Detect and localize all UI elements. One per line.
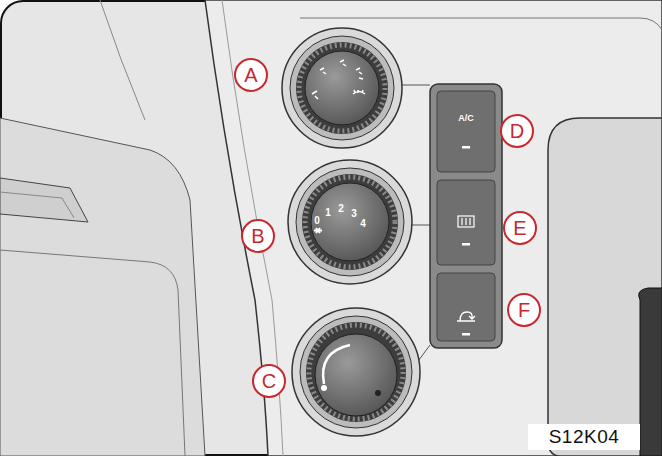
button: [437, 273, 495, 341]
indicator: [462, 146, 470, 149]
dash-line: [100, 0, 145, 120]
dial-number: 0: [314, 216, 320, 226]
callout-letter: C: [252, 364, 286, 398]
callout-letter: E: [503, 211, 537, 245]
dial-number: 1: [325, 208, 331, 218]
dash-line: [0, 250, 185, 456]
dial-number: 2: [338, 204, 344, 214]
indicator: [462, 333, 470, 336]
vent-line: [0, 192, 74, 218]
fan-dial: 01234: [290, 185, 410, 265]
node-text: E: [513, 218, 526, 238]
button: [437, 91, 495, 172]
dash-left: [0, 118, 205, 456]
node-text: B: [251, 226, 264, 246]
callout-letter: F: [507, 293, 541, 327]
temp-knob: [292, 308, 420, 436]
node-text: C: [262, 371, 276, 391]
mode-knob: [282, 28, 402, 148]
node-text: A: [244, 65, 257, 85]
panel-line: [300, 18, 662, 30]
right-trim: [639, 288, 662, 456]
dial-number: 3: [351, 209, 357, 219]
defrost-icon: [458, 216, 474, 227]
fan-knob: [288, 160, 412, 284]
vent-slot: [0, 178, 88, 222]
button: [437, 180, 495, 265]
node-text: A/C: [458, 113, 474, 123]
node-text: F: [518, 300, 530, 320]
callout-letter: B: [241, 219, 275, 253]
dial-number: 4: [360, 219, 366, 229]
right-panel: [548, 118, 662, 456]
node-text: S12K04: [549, 426, 620, 448]
recirc-icon: [457, 312, 475, 321]
callout-letter: D: [500, 114, 534, 148]
node-text: D: [510, 121, 524, 141]
callout-letter: A: [234, 58, 268, 92]
figure-code: S12K04: [528, 424, 640, 450]
indicator: [462, 243, 470, 246]
button-strip: [430, 84, 502, 348]
ac-button: A/C: [440, 110, 492, 126]
console-panel: [205, 0, 662, 456]
